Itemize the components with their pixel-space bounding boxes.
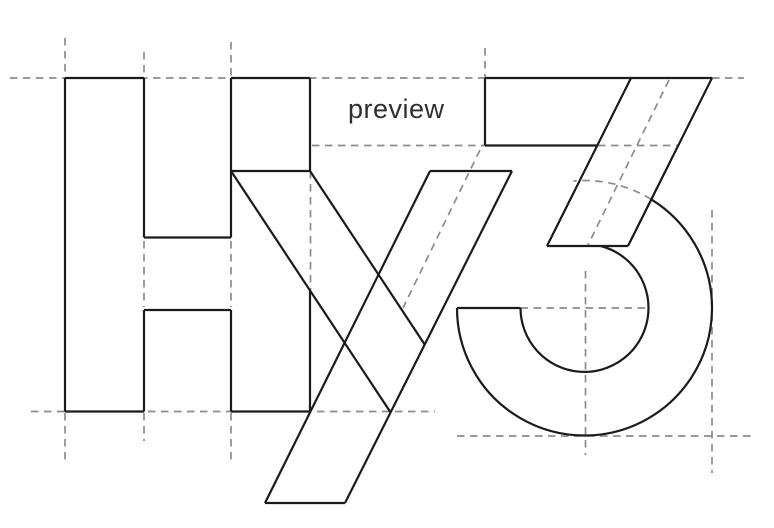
preview-label: preview	[348, 94, 445, 124]
glyph-edge	[546, 77, 632, 247]
glyph-edge	[230, 170, 391, 413]
guide-line	[586, 79, 670, 247]
guide-line	[402, 149, 481, 309]
glyph-arc	[519, 244, 650, 373]
guide-arc	[573, 179, 652, 201]
glyph-edge	[309, 170, 426, 346]
glyph-outlines-layer	[63, 76, 714, 505]
glyph-edge	[344, 170, 513, 504]
glyph-edge	[264, 170, 431, 504]
glyph-edge	[627, 77, 713, 247]
glyph-arc	[455, 198, 714, 437]
